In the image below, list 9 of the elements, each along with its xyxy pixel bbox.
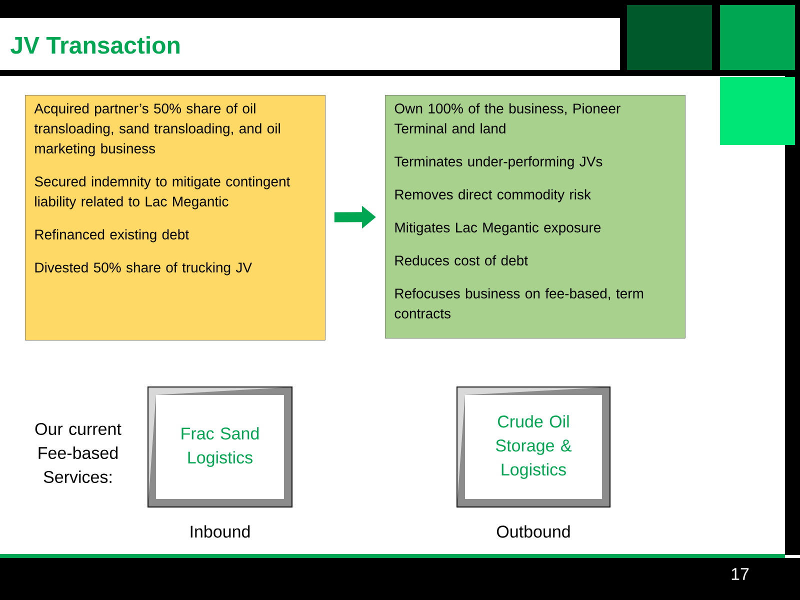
side-label: Our current Fee-based Services: [35, 422, 122, 484]
direction-label: Inbound [190, 525, 250, 538]
direction-label: Outbound [496, 525, 570, 538]
text-box: Acquired partner’s 50% share of oil transloading, sand transloading, and oil marketing business Secured indemnity to mitigate contingent liability related to Lac Megantic Refinanced existing debt Divested 50% share of trucking JV [25, 95, 326, 340]
beveled-box: Crude Oil Storage & Logistics [456, 386, 610, 508]
title-bar: JV Transaction [0, 18, 620, 70]
text-box: Own 100% of the business, Pioneer Terminal and land Terminates under-performing JVs Removes direct commodity risk Mitigates Lac Megantic exposure Reduces cost of debt Refocuses business on fee-based, term contracts [385, 95, 686, 338]
page-number: 17 [732, 568, 749, 580]
beveled-box: Frac Sand Logistics [148, 386, 292, 508]
